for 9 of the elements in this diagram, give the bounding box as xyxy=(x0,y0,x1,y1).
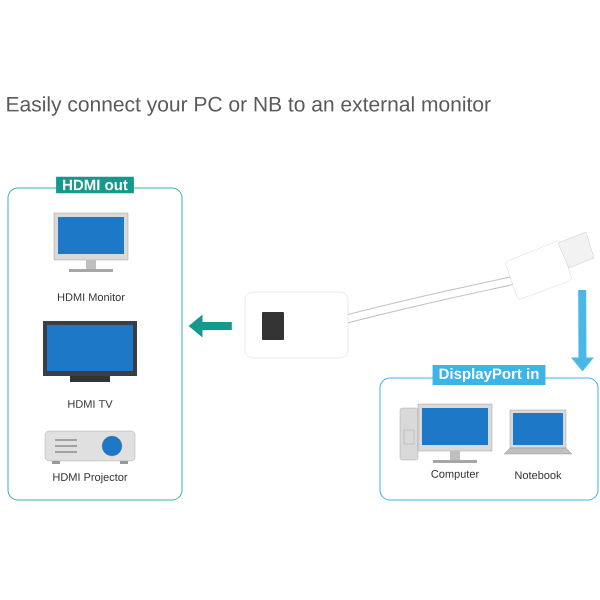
device-label: HDMI Projector xyxy=(53,472,128,484)
device-label: HDMI TV xyxy=(68,400,113,408)
panel-tab: DisplayPort in xyxy=(432,365,546,385)
device-label: Notebook xyxy=(515,470,562,480)
panel-tab: HDMI out xyxy=(56,176,134,194)
device-label: HDMI Monitor xyxy=(58,292,125,302)
adapter-drawing xyxy=(244,232,594,358)
title: Easily connect your PC or NB to an external monitor xyxy=(7,96,491,116)
device-label: Computer xyxy=(431,470,479,480)
